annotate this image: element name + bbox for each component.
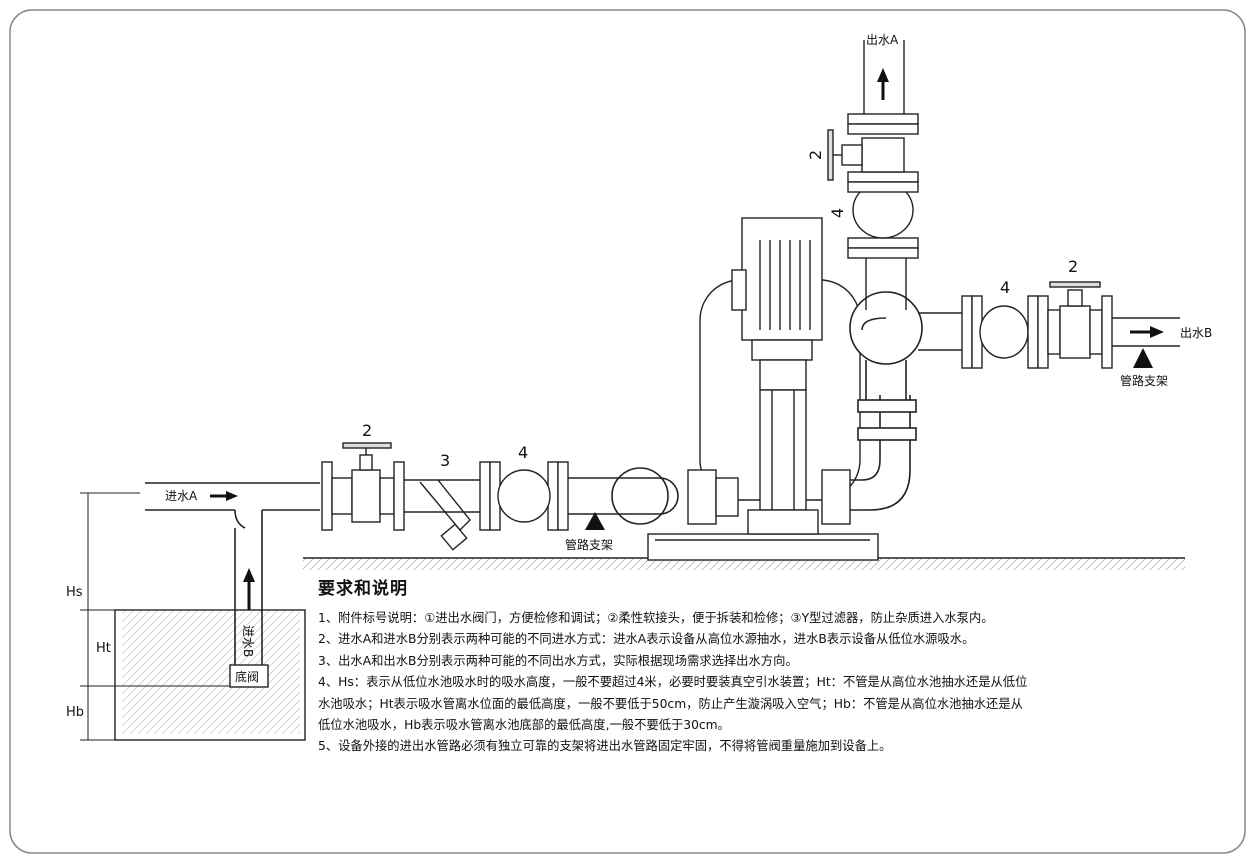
ht-label: Ht	[96, 641, 111, 656]
outlet-riser	[849, 291, 923, 511]
note-line-5: 5、设备外接的进出水管路必须有独立可靠的支架将进出水管路固定牢固，不得将管阀重量…	[318, 739, 892, 754]
pump-base	[647, 533, 879, 561]
outlet-a-label: 出水A	[866, 33, 899, 47]
note-line-3: 3、出水A和出水B分别表示两种可能的不同出水方式，实际根据现场需求选择出水方向。	[318, 653, 798, 668]
part-3-label: 3	[440, 451, 450, 470]
page-frame	[9, 9, 1246, 854]
hs-label: Hs	[66, 585, 83, 600]
outlet-b-arrow	[1130, 326, 1164, 338]
water-pool	[80, 609, 306, 741]
inlet-flanges	[479, 461, 569, 531]
hb-label: Hb	[66, 705, 84, 720]
inlet-a-label: 进水A	[165, 489, 198, 503]
inlet-b-arrow	[243, 568, 255, 610]
part-4-top: 4	[828, 208, 847, 218]
y-strainer	[404, 479, 480, 551]
note-line-1: 1、附件标号说明：①进出水阀门，方便检修和调试；②柔性软接头，便于拆装和检修；③…	[318, 611, 994, 625]
foot-valve-label: 底阀	[235, 669, 259, 684]
outlet-a-pipe	[827, 40, 919, 310]
inlet-gate-valve	[321, 442, 405, 531]
part-4-outlet: 4	[1000, 278, 1010, 297]
outlet-b-label: 出水B	[1180, 326, 1212, 340]
part-2-inlet: 2	[362, 421, 372, 440]
dimension-lines	[80, 492, 230, 741]
inlet-flex-joint	[497, 469, 551, 523]
part-4-inlet: 4	[518, 443, 528, 462]
foot-valve	[229, 664, 269, 688]
part-2-top: 2	[806, 150, 825, 160]
pump-suction-pipe	[568, 467, 679, 525]
outlet-a-arrow	[877, 68, 889, 100]
pipe-support-label-1: 管路支架	[565, 537, 613, 552]
pipe-support-label-2: 管路支架	[1120, 373, 1168, 388]
inlet-b-label: 进水B	[241, 625, 255, 657]
note-line-2: 2、进水A和进水B分别表示两种可能的不同进水方式：进水A表示设备从高位水源抽水，…	[318, 632, 975, 647]
part-2-outlet: 2	[1068, 257, 1078, 276]
note-line-4: 4、Hs：表示从低位水池吸水时的吸水高度，一般不要超过4米，必要时要装真空引水装…	[318, 675, 1028, 733]
notes-title: 要求和说明	[318, 579, 408, 599]
requirements-notes: 要求和说明 1、附件标号说明：①进出水阀门，方便检修和调试；②柔性软接头，便于拆…	[318, 574, 1218, 758]
vertical-pump	[687, 217, 861, 535]
inlet-pipe	[145, 482, 320, 665]
ground-surface	[303, 558, 1185, 570]
pipe-support-icons	[585, 348, 1153, 530]
outlet-b-pipe	[918, 281, 1180, 369]
inlet-a-arrow	[210, 491, 238, 501]
